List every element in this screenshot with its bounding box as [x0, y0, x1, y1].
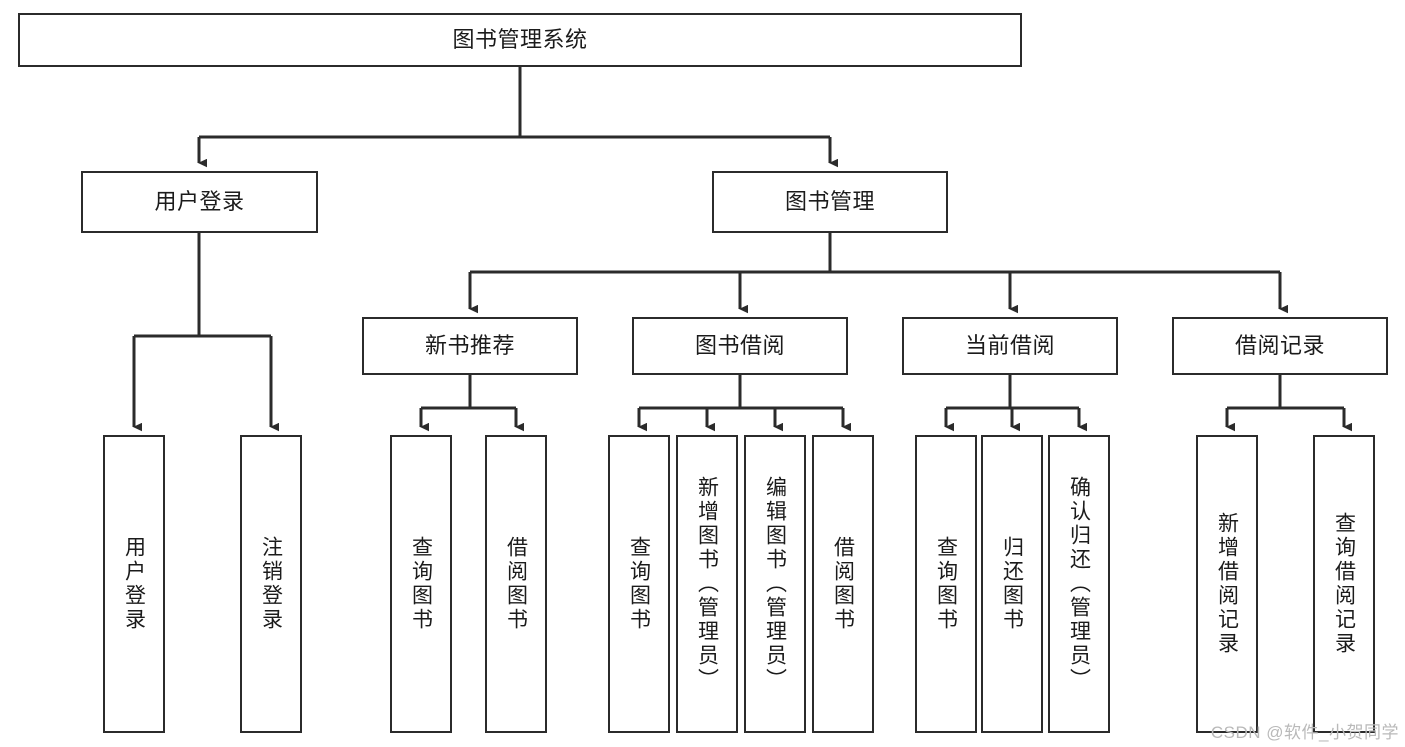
node-book-manage-label: 图书管理: [784, 189, 875, 215]
node-leaf-add-record-label: 新增借阅记录: [1215, 512, 1239, 656]
node-leaf-add-book-label: 新增图书（管理员）: [695, 476, 719, 692]
node-leaf-edit-book[interactable]: 编辑图书（管理员）: [744, 435, 806, 733]
node-leaf-confirm-return-label: 确认归还（管理员）: [1067, 476, 1091, 692]
node-new-book-recommend[interactable]: 新书推荐: [362, 317, 578, 375]
node-leaf-query-book-2-label: 查询图书: [627, 536, 651, 632]
node-current-borrow[interactable]: 当前借阅: [902, 317, 1118, 375]
node-book-manage[interactable]: 图书管理: [712, 171, 948, 233]
node-user-login-label: 用户登录: [154, 189, 245, 215]
node-leaf-query-book-2[interactable]: 查询图书: [608, 435, 670, 733]
node-leaf-query-record-label: 查询借阅记录: [1332, 512, 1356, 656]
watermark-text: CSDN @软件_小贺同学: [1210, 723, 1399, 742]
node-leaf-return-book[interactable]: 归还图书: [981, 435, 1043, 733]
node-leaf-return-book-label: 归还图书: [1000, 536, 1024, 632]
node-leaf-user-login-label: 用户登录: [122, 536, 146, 632]
node-leaf-borrow-book-1[interactable]: 借阅图书: [485, 435, 547, 733]
node-leaf-add-book[interactable]: 新增图书（管理员）: [676, 435, 738, 733]
node-new-book-recommend-label: 新书推荐: [424, 333, 515, 359]
node-leaf-user-login[interactable]: 用户登录: [103, 435, 165, 733]
node-leaf-confirm-return[interactable]: 确认归还（管理员）: [1048, 435, 1110, 733]
node-root[interactable]: 图书管理系统: [18, 13, 1022, 67]
node-current-borrow-label: 当前借阅: [964, 333, 1055, 359]
node-leaf-query-book-3[interactable]: 查询图书: [915, 435, 977, 733]
node-leaf-query-record[interactable]: 查询借阅记录: [1313, 435, 1375, 733]
node-leaf-add-record[interactable]: 新增借阅记录: [1196, 435, 1258, 733]
node-leaf-query-book-1[interactable]: 查询图书: [390, 435, 452, 733]
node-root-label: 图书管理系统: [452, 27, 588, 53]
node-leaf-borrow-book-2-label: 借阅图书: [831, 536, 855, 632]
node-leaf-query-book-1-label: 查询图书: [409, 536, 433, 632]
node-borrow-record-label: 借阅记录: [1234, 333, 1325, 359]
node-user-login[interactable]: 用户登录: [81, 171, 318, 233]
node-leaf-user-logout-label: 注销登录: [259, 536, 283, 632]
node-book-borrow-label: 图书借阅: [694, 333, 785, 359]
node-borrow-record[interactable]: 借阅记录: [1172, 317, 1388, 375]
node-leaf-edit-book-label: 编辑图书（管理员）: [763, 476, 787, 692]
node-leaf-borrow-book-1-label: 借阅图书: [504, 536, 528, 632]
node-book-borrow[interactable]: 图书借阅: [632, 317, 848, 375]
node-leaf-user-logout[interactable]: 注销登录: [240, 435, 302, 733]
node-leaf-query-book-3-label: 查询图书: [934, 536, 958, 632]
node-leaf-borrow-book-2[interactable]: 借阅图书: [812, 435, 874, 733]
